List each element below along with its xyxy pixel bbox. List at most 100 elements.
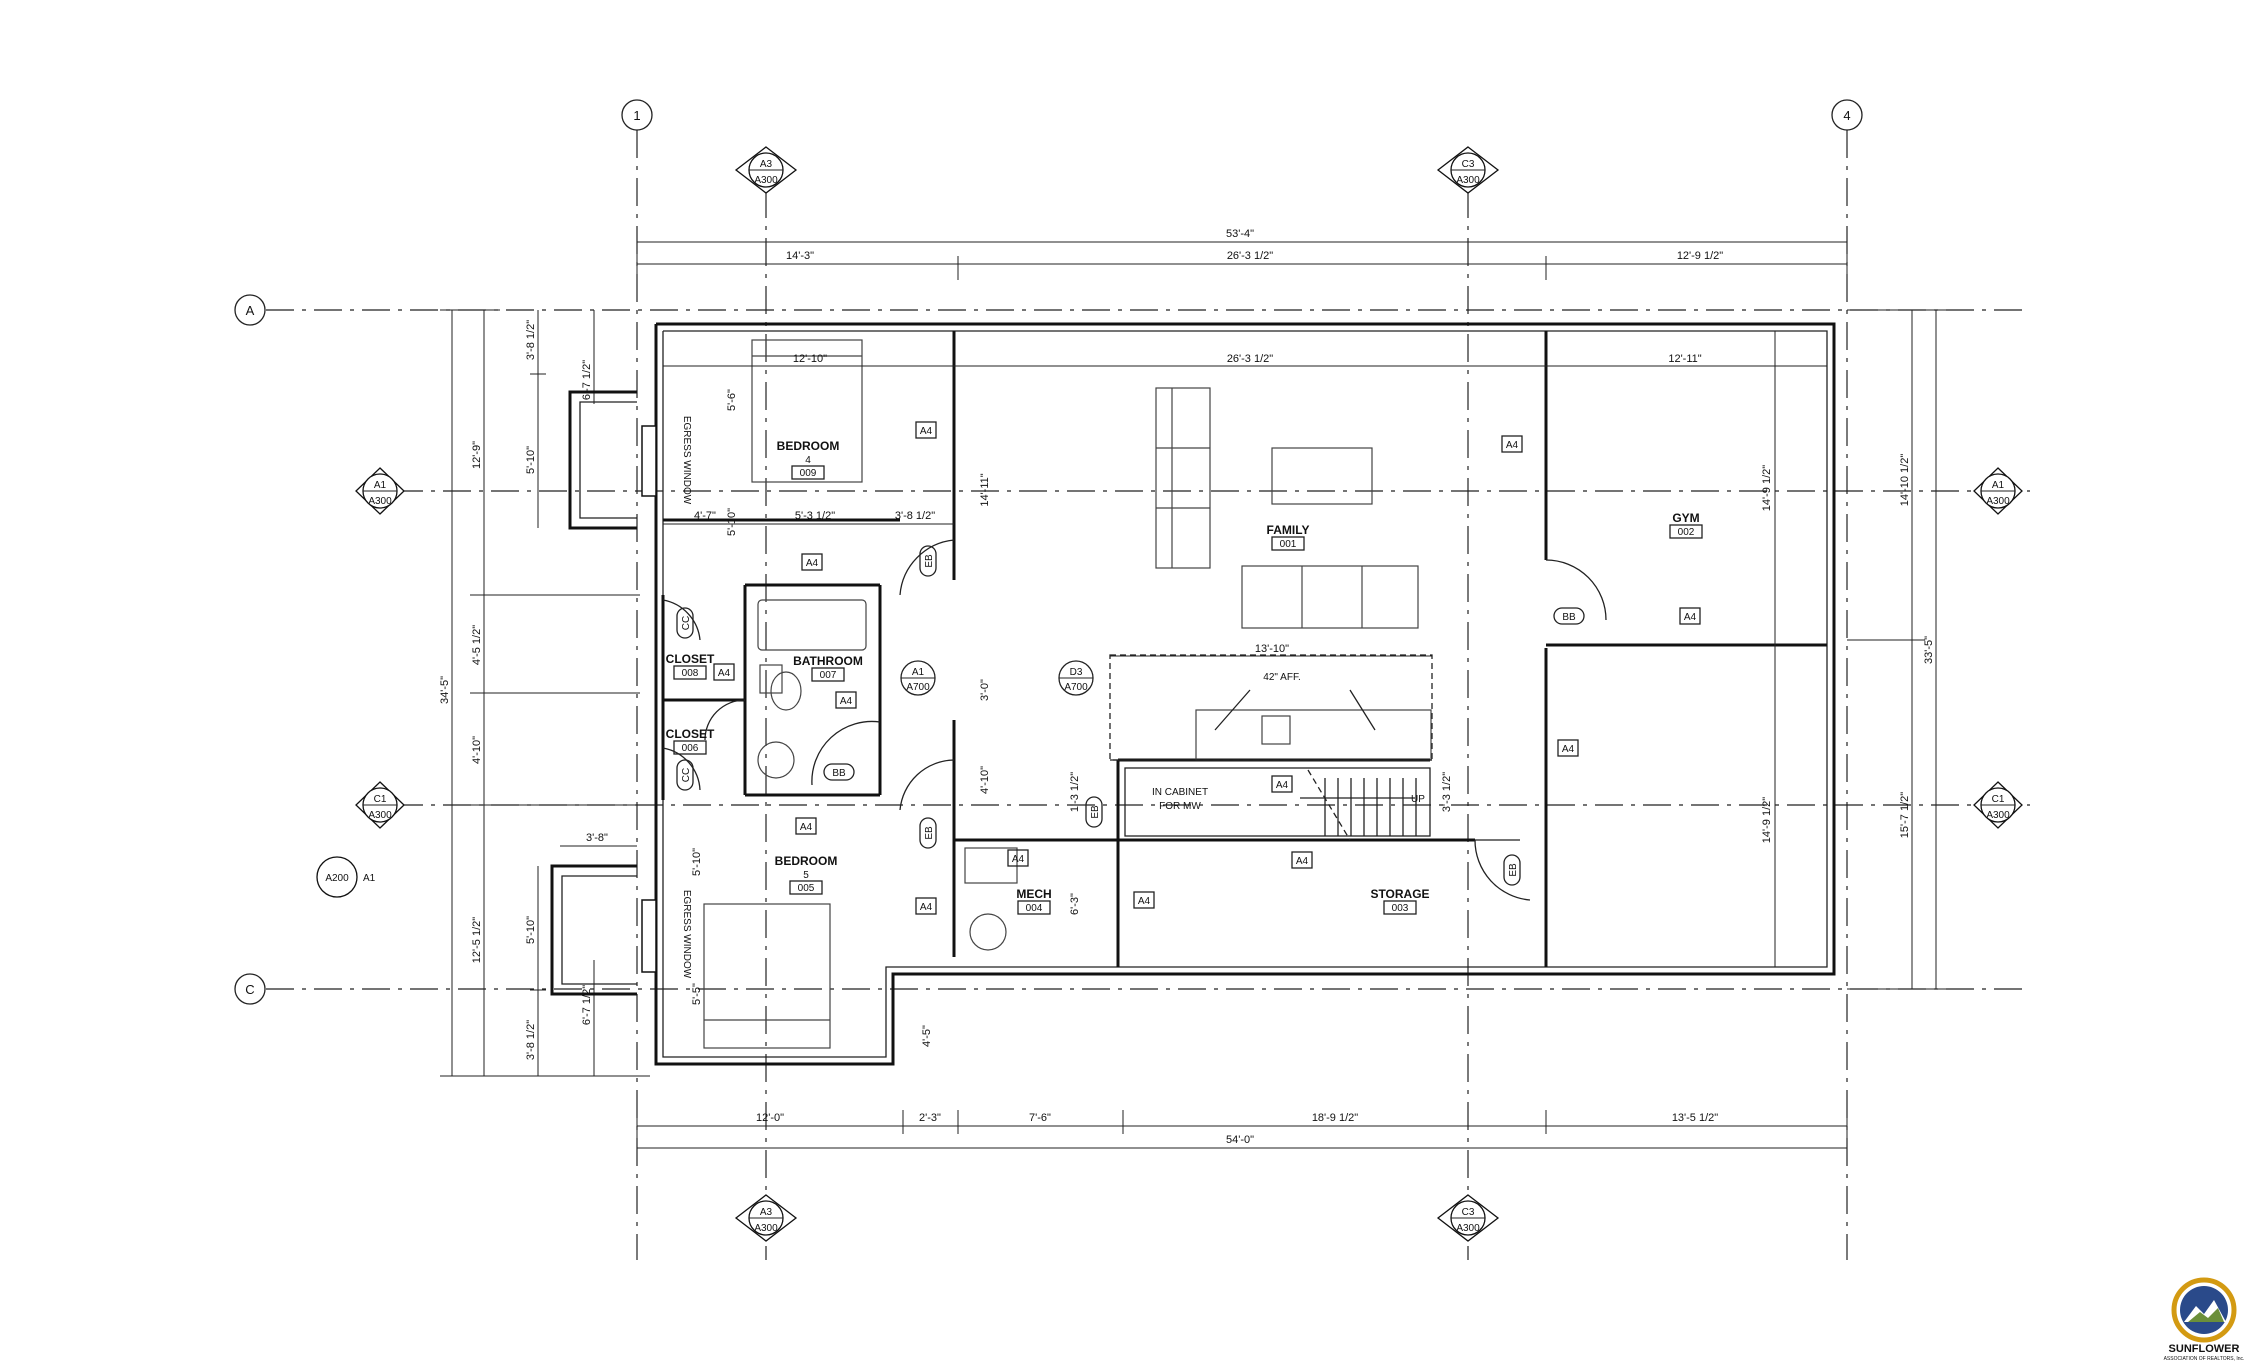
svg-text:12'-0": 12'-0" xyxy=(756,1112,784,1124)
svg-text:14'-3": 14'-3" xyxy=(786,250,814,262)
svg-text:6'-7 1/2": 6'-7 1/2" xyxy=(581,360,593,400)
room-bedroom-4: BEDROOM 4 009 xyxy=(777,439,839,480)
cc-tag: CC xyxy=(676,607,694,639)
svg-text:A4: A4 xyxy=(840,696,853,707)
svg-text:A4: A4 xyxy=(1276,780,1289,791)
svg-text:A300: A300 xyxy=(368,496,392,507)
svg-text:5'-6": 5'-6" xyxy=(726,389,738,411)
svg-text:EB: EB xyxy=(1090,805,1101,819)
svg-text:14'-10 1/2": 14'-10 1/2" xyxy=(1899,454,1911,507)
section-marker-a3-top: A3 A300 xyxy=(734,146,798,194)
bb-tag: BB xyxy=(1553,607,1585,625)
section-marker-c3-top: C3 A300 xyxy=(1436,146,1500,194)
eb-tag: EB xyxy=(1085,796,1103,828)
section-marker-c3-bottom: C3 A300 xyxy=(1436,1194,1500,1242)
eb-tag: EB xyxy=(1503,854,1521,886)
svg-text:MECH: MECH xyxy=(1016,887,1051,901)
svg-text:A300: A300 xyxy=(1456,175,1480,186)
section-marker-c1-right: C1 A300 xyxy=(1973,781,2023,829)
svg-text:A3: A3 xyxy=(760,159,773,170)
svg-text:7'-6": 7'-6" xyxy=(1029,1112,1051,1124)
logo-mark: SUNFLOWER ASSOCIATION OF REALTORS, Inc. xyxy=(2164,1277,2244,1362)
svg-text:C3: C3 xyxy=(1462,1207,1475,1218)
room-bathroom: BATHROOM 007 xyxy=(793,654,863,682)
svg-text:A: A xyxy=(246,303,255,318)
section-marker-a1-right: A1 A300 xyxy=(1973,467,2023,515)
svg-text:18'-9 1/2": 18'-9 1/2" xyxy=(1312,1112,1358,1124)
wall-tag: A4 xyxy=(1501,435,1523,453)
grid-bubble-4: 4 xyxy=(1831,99,1863,131)
svg-text:STORAGE: STORAGE xyxy=(1370,887,1429,901)
svg-text:5: 5 xyxy=(803,870,809,881)
svg-text:A200: A200 xyxy=(325,873,349,884)
bb-tag: BB xyxy=(823,763,855,781)
aff-note: 42" AFF. xyxy=(1263,672,1300,683)
svg-text:A1: A1 xyxy=(912,667,925,678)
svg-text:A3: A3 xyxy=(760,1207,773,1218)
svg-text:CLOSET: CLOSET xyxy=(666,652,715,666)
svg-text:A4: A4 xyxy=(806,558,819,569)
top-dimensions: 53'-4" 14'-3" 26'-3 1/2" 12'-9 1/2" xyxy=(636,228,1848,280)
svg-text:5'-3 1/2": 5'-3 1/2" xyxy=(795,510,835,522)
svg-text:A4: A4 xyxy=(1296,856,1309,867)
svg-text:CC: CC xyxy=(681,616,692,630)
svg-text:26'-3 1/2": 26'-3 1/2" xyxy=(1227,353,1273,365)
eb-tag: EB xyxy=(919,545,937,577)
wall-tag: A4 xyxy=(1271,775,1293,793)
svg-text:3'-8 1/2": 3'-8 1/2" xyxy=(525,320,537,360)
svg-text:1: 1 xyxy=(633,108,640,123)
svg-text:C1: C1 xyxy=(374,794,387,805)
svg-text:34'-5": 34'-5" xyxy=(439,676,451,704)
svg-text:4'-5": 4'-5" xyxy=(921,1025,933,1047)
cc-tag: CC xyxy=(676,759,694,791)
wall-tag: A4 xyxy=(713,663,735,681)
svg-text:A4: A4 xyxy=(800,822,813,833)
egress-well-bottom xyxy=(550,864,657,996)
svg-text:4'-7": 4'-7" xyxy=(694,510,716,522)
svg-text:4'-5 1/2": 4'-5 1/2" xyxy=(471,625,483,665)
svg-text:EB: EB xyxy=(1508,863,1519,877)
elevation-marker-a200: A200 A1 xyxy=(316,856,376,898)
svg-text:4'-10": 4'-10" xyxy=(979,766,991,794)
svg-text:005: 005 xyxy=(798,883,815,894)
exterior-walls xyxy=(654,322,1836,1066)
svg-text:A300: A300 xyxy=(1986,496,2010,507)
svg-text:5'-10": 5'-10" xyxy=(525,916,537,944)
svg-text:12'-5 1/2": 12'-5 1/2" xyxy=(471,917,483,963)
svg-text:A700: A700 xyxy=(1064,682,1088,693)
grid-bubble-c: C xyxy=(234,973,266,1005)
wall-tag: A4 xyxy=(1291,851,1313,869)
svg-text:A300: A300 xyxy=(754,175,778,186)
eb-tag: EB xyxy=(919,817,937,849)
svg-text:A1: A1 xyxy=(363,873,376,884)
svg-text:009: 009 xyxy=(800,468,817,479)
svg-text:4'-10": 4'-10" xyxy=(471,736,483,764)
svg-text:15'-7 1/2": 15'-7 1/2" xyxy=(1899,792,1911,838)
svg-text:13'-10": 13'-10" xyxy=(1255,643,1289,655)
wall-tag: A4 xyxy=(915,421,937,439)
svg-text:14'-11": 14'-11" xyxy=(979,473,991,506)
room-closet-008: CLOSET 008 xyxy=(666,652,715,680)
svg-text:BB: BB xyxy=(832,768,846,779)
wall-tag: A4 xyxy=(915,897,937,915)
svg-text:004: 004 xyxy=(1026,903,1043,914)
section-marker-a3-bottom: A3 A300 xyxy=(734,1194,798,1242)
svg-text:12'-11": 12'-11" xyxy=(1668,353,1701,365)
bottom-dimensions: 12'-0" 2'-3" 7'-6" 18'-9 1/2" 13'-5 1/2"… xyxy=(636,1110,1848,1156)
door-swings xyxy=(662,539,1607,901)
svg-text:A300: A300 xyxy=(1456,1223,1480,1234)
svg-text:14'-9 1/2": 14'-9 1/2" xyxy=(1761,465,1773,511)
svg-text:CC: CC xyxy=(681,768,692,782)
svg-text:BATHROOM: BATHROOM xyxy=(793,654,863,668)
svg-text:6'-7 1/2": 6'-7 1/2" xyxy=(581,985,593,1025)
svg-text:C1: C1 xyxy=(1992,794,2005,805)
svg-text:12'-9": 12'-9" xyxy=(471,441,483,469)
svg-text:A4: A4 xyxy=(1138,896,1151,907)
svg-text:BB: BB xyxy=(1562,612,1576,623)
svg-text:A300: A300 xyxy=(754,1223,778,1234)
wall-tag: A4 xyxy=(795,817,817,835)
wall-tag: A4 xyxy=(1133,891,1155,909)
room-family: FAMILY 001 xyxy=(1267,523,1309,551)
svg-text:53'-4": 53'-4" xyxy=(1226,228,1254,240)
